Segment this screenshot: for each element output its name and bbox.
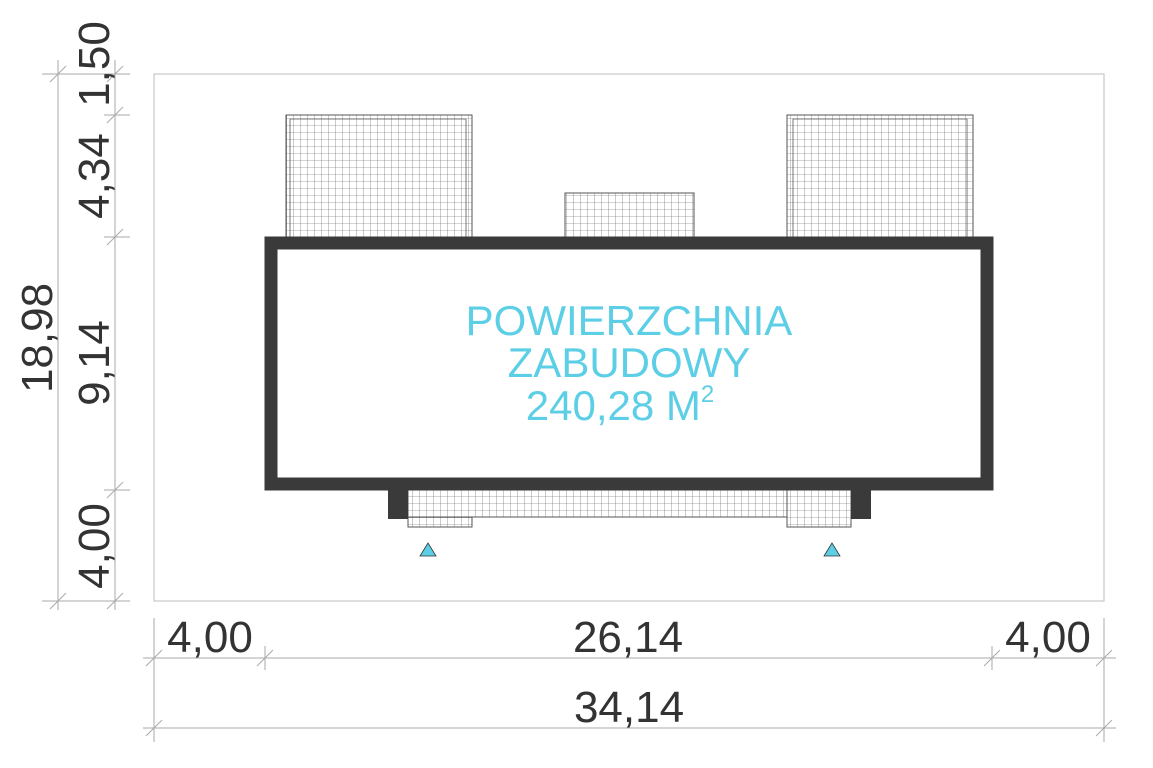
terrace-top-right [786, 114, 974, 238]
dim-left-segment-1: 1,50 [70, 21, 119, 107]
plot-boundary [153, 73, 1105, 602]
dim-left-segment-4: 4,00 [70, 503, 119, 589]
bottom-dimension-lines [143, 618, 1116, 742]
terrace-bottom-center [407, 489, 852, 518]
dim-bottom-segment-2: 26,14 [573, 613, 683, 662]
area-label-line1: POWIERZCHNIA [466, 297, 793, 344]
entrance-marker-left-icon [419, 542, 437, 557]
area-unit-superscript: 2 [701, 381, 714, 408]
dim-bottom-segment-1: 4,00 [167, 613, 253, 662]
left-dimension-lines [42, 60, 130, 610]
building-outline [264, 236, 994, 491]
dim-left-segment-2: 4,34 [70, 133, 119, 219]
wall-stub-right [851, 488, 871, 519]
area-label-line3: 240,28 M2 [526, 381, 714, 429]
dim-bottom-segment-3: 4,00 [1005, 613, 1091, 662]
area-label-line2: ZABUDOWY [508, 339, 751, 386]
dim-total-width: 34,14 [574, 683, 684, 732]
terrace-bottom-right [786, 489, 852, 528]
entrance-marker-right-icon [823, 542, 841, 557]
area-value: 240,28 M [526, 382, 701, 429]
terrace-top-left [285, 114, 473, 238]
dim-left-segment-3: 9,14 [70, 320, 119, 406]
terrace-top-center [564, 192, 695, 238]
wall-stub-left [388, 488, 408, 519]
dim-total-height: 18,98 [13, 283, 62, 393]
